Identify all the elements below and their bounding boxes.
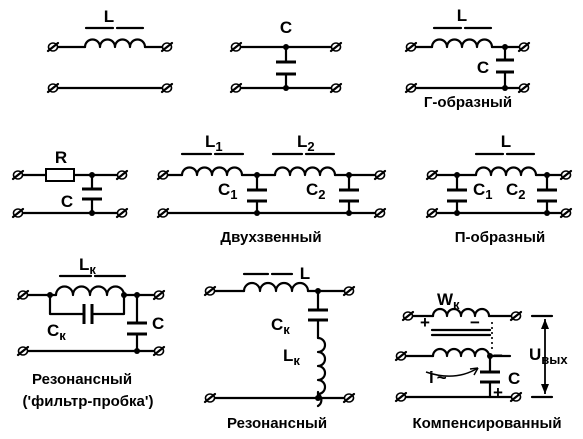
caption-two-stage: Двухзвенный — [220, 229, 321, 246]
label-Ck: Cк — [47, 321, 66, 343]
label-L: L — [457, 6, 467, 25]
circuit-g-shaped: L C Г-образный — [404, 6, 531, 111]
label-Lk: Lк — [283, 346, 300, 368]
label-C2: C2 — [506, 180, 526, 202]
caption-p-shaped: П-образный — [455, 229, 545, 246]
circuit-p-shaped: L C1 C2 П-образный — [425, 132, 573, 246]
label-i: i~ — [429, 368, 447, 387]
label-C: C — [477, 58, 489, 77]
label-C: C — [152, 314, 164, 333]
label-L1: L1 — [205, 132, 223, 154]
caption-resonant-plug: Резонансный — [32, 371, 132, 388]
circuit-rc: R C — [11, 148, 129, 219]
plus-top: + — [420, 313, 430, 332]
circuit-capacitor-shunt: C — [229, 18, 343, 94]
label-L2: L2 — [297, 132, 315, 154]
circuit-resonant-plug: Lк Cк C Резонансный ('фильтр-пробка') — [16, 255, 166, 410]
label-Ck: Cк — [271, 315, 290, 337]
label-C1: C1 — [218, 180, 238, 202]
label-L: L — [501, 132, 511, 151]
circuit-resonant: L Cк Lк Резонансный — [203, 264, 356, 432]
label-C: C — [61, 192, 73, 211]
circuit-compensated: Wк + − − C + i~ Uвых Компенсированный — [394, 290, 568, 432]
label-L: L — [300, 264, 310, 283]
minus-top: − — [470, 313, 480, 332]
circuit-inductor-series: L — [46, 7, 174, 94]
plus-bottom: + — [493, 383, 503, 402]
caption-g-shaped: Г-образный — [424, 94, 512, 111]
label-L: L — [104, 7, 114, 26]
label-C: C — [280, 18, 292, 37]
label-C1: C1 — [473, 180, 493, 202]
label-C: C — [508, 369, 520, 388]
minus-right: − — [493, 346, 503, 365]
caption-resonant-plug-sub: ('фильтр-пробка') — [23, 393, 154, 410]
label-Lk: Lк — [79, 255, 96, 277]
circuit-two-stage: L1 L2 C1 C2 Двухзвенный — [156, 132, 387, 246]
label-Wk: Wк — [437, 290, 460, 312]
label-R: R — [55, 148, 67, 167]
label-C2: C2 — [306, 180, 326, 202]
label-Uout: Uвых — [529, 345, 568, 367]
caption-compensated: Компенсированный — [412, 415, 561, 432]
caption-resonant: Резонансный — [227, 415, 327, 432]
